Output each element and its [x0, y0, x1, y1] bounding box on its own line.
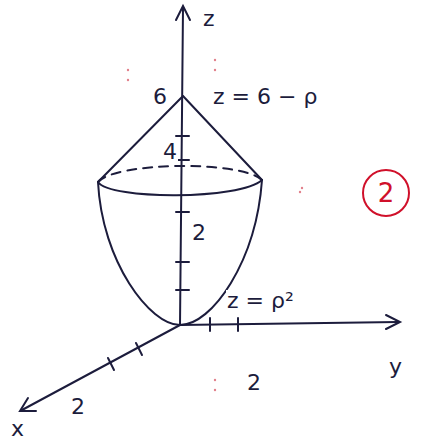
callout-number: 2: [378, 180, 395, 206]
cone-surface: [98, 96, 262, 182]
x-axis: [22, 325, 180, 410]
height-value: 2: [191, 222, 207, 244]
surface-equation: z = 6 − ρ: [212, 86, 318, 108]
y-ticks: [210, 318, 238, 331]
circled-number: 2: [361, 168, 411, 218]
rim-back: [98, 166, 262, 182]
surface-equation: z = ρ²: [226, 290, 295, 312]
axis-label: z: [202, 8, 216, 30]
height-value: 4: [162, 141, 178, 163]
tick-value: 2: [246, 372, 262, 394]
x-ticks: [108, 343, 142, 370]
axis-label: x: [10, 418, 25, 440]
rim-front: [98, 180, 262, 195]
axis-label: y: [388, 356, 403, 378]
x-arrowhead: [20, 398, 36, 411]
y-arrowhead: [386, 315, 400, 329]
stray-dots: [127, 59, 303, 391]
height-value: 6: [152, 86, 168, 108]
tick-value: 2: [70, 396, 86, 418]
z-arrowhead: [176, 6, 190, 20]
circle-outline: [363, 170, 409, 216]
y-axis: [180, 322, 398, 325]
